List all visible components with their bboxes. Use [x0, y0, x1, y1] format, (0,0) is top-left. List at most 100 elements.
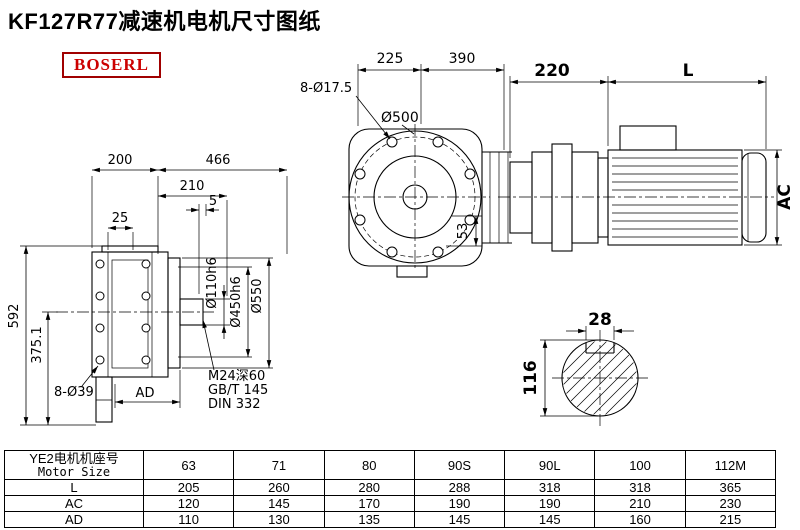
dim-210-label: 210	[180, 179, 205, 194]
table-row-AD: AD 110 130 135 145 145 160 215	[4, 511, 777, 528]
frame-size-col: 71	[233, 450, 325, 480]
holes-8-d39-label: 8-Ø39	[54, 385, 94, 400]
motor-view-dimensions: 220 L AC	[509, 61, 795, 246]
mount-hole	[95, 355, 105, 365]
motor-view	[498, 125, 774, 252]
frame-size-col: 112M	[684, 450, 777, 480]
leader-d500	[401, 124, 415, 135]
flange-bolt-hole	[354, 168, 366, 180]
gearbox-inner-face	[111, 259, 149, 369]
bell-housing-lines	[489, 152, 509, 243]
section-hatching	[563, 341, 637, 415]
motor-extension-lines	[509, 76, 782, 246]
dim-28-label: 28	[588, 310, 612, 330]
dim-d500-label: Ø500	[381, 110, 419, 126]
table-header-row: YE2电机机座号 Motor Size 63 71 80 90S 90L 100…	[4, 450, 777, 480]
front-view	[342, 124, 512, 278]
flange-bolt-hole	[464, 168, 476, 180]
spigot-circle	[373, 155, 457, 239]
keyway	[585, 343, 615, 354]
table-cell: 170	[323, 495, 415, 512]
bell-housing-edges	[482, 151, 512, 244]
dim-5-label: 5	[209, 194, 217, 209]
motor-size-header-cn: YE2电机机座号	[29, 450, 119, 466]
table-cell: 145	[504, 511, 596, 528]
dim-220-label: 220	[534, 61, 570, 81]
drain-boss	[396, 265, 428, 278]
dim-d110-label: Ø110h6	[205, 257, 220, 309]
motor-body	[607, 149, 743, 246]
leader-8-d39	[81, 365, 99, 387]
holes-8-d17-label: 8-Ø17.5	[300, 81, 352, 96]
leader-8-d17	[355, 95, 391, 140]
table-cell: 160	[594, 511, 686, 528]
output-flange	[167, 257, 181, 369]
page-title: KF127R77减速机电机尺寸图纸	[8, 9, 321, 34]
table-cell: 135	[323, 511, 415, 528]
table-cell: 145	[413, 511, 506, 528]
mount-hole	[95, 323, 105, 333]
brand-logo: BOSERL	[62, 52, 161, 78]
dim-116-label: 116	[521, 360, 541, 396]
shaft-section-circle	[561, 339, 639, 417]
motor-size-header-cell: YE2电机机座号 Motor Size	[4, 450, 144, 480]
adapter-stage-1	[509, 161, 533, 234]
flange-bolt-hole	[354, 214, 366, 226]
dim-AC-label: AC	[775, 184, 795, 210]
shaft-bore-circle	[402, 184, 428, 210]
gearbox-top-step	[101, 245, 159, 253]
output-shaft	[179, 298, 204, 326]
mount-hole	[141, 291, 151, 301]
tap-hole-label: M24深60	[208, 369, 265, 384]
dim-592-label: 592	[7, 304, 22, 329]
shaft-section-view: 28 116	[521, 310, 648, 426]
table-cell: 190	[413, 495, 506, 512]
frame-size-col: 80	[323, 450, 415, 480]
dim-25-label: 25	[112, 211, 129, 226]
table-cell: 215	[684, 511, 777, 528]
table-cell: 260	[233, 479, 325, 496]
frame-size-col: 63	[142, 450, 235, 480]
standard-din332-label: DIN 332	[208, 397, 261, 412]
table-cell: 288	[413, 479, 506, 496]
table-row-AC: AC 120 145 170 190 190 210 230	[4, 495, 777, 512]
table-row-L: L 205 260 280 288 318 318 365	[4, 479, 777, 496]
leader-tap-hole	[202, 319, 215, 371]
flange-bolt-hole	[432, 246, 444, 258]
front-view-dimensions: 225 390 8-Ø17.5 Ø500 53	[300, 51, 505, 247]
side-view-dimensions: 200 466 210 5 25 592 375.1 8-Ø39 AD Ø110…	[7, 153, 288, 426]
mount-hole	[95, 291, 105, 301]
lower-housing	[95, 376, 113, 423]
dim-466-label: 466	[206, 153, 231, 168]
adapter-stage-2	[531, 151, 553, 244]
row-label-AD: AD	[4, 511, 144, 528]
mount-hole	[141, 355, 151, 365]
frame-size-col: 90S	[413, 450, 506, 480]
standard-gbt145-label: GB/T 145	[208, 383, 268, 398]
table-cell: 205	[142, 479, 235, 496]
adapter-flange-disc	[551, 143, 573, 252]
dim-390-label: 390	[449, 51, 476, 67]
flange-bolt-hole	[386, 136, 398, 148]
dim-375-label: 375.1	[30, 326, 45, 363]
table-cell: 120	[142, 495, 235, 512]
table-cell: 145	[233, 495, 325, 512]
table-cell: 130	[233, 511, 325, 528]
mount-hole	[141, 323, 151, 333]
flange-outer-circle	[348, 130, 482, 264]
dim-L-label: L	[683, 61, 694, 81]
dim-d450-label: Ø450h6	[229, 276, 244, 328]
frame-size-col: 100	[594, 450, 686, 480]
fan-cover	[741, 152, 767, 243]
side-view	[56, 245, 214, 423]
flange-bolt-hole	[386, 246, 398, 258]
table-cell: 190	[504, 495, 596, 512]
dim-200-label: 200	[108, 153, 133, 168]
motor-dimension-table: YE2电机机座号 Motor Size 63 71 80 90S 90L 100…	[4, 450, 777, 528]
frame-size-col: 90L	[504, 450, 596, 480]
table-cell: 365	[684, 479, 777, 496]
terminal-box	[619, 125, 677, 151]
motor-end-bell	[571, 151, 599, 244]
